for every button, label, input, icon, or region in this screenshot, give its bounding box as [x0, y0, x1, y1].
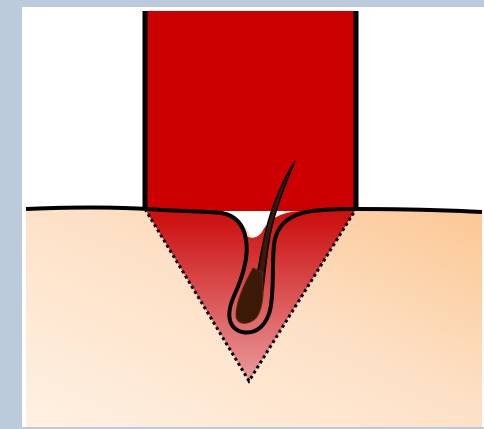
laser-beam [145, 11, 356, 211]
frame-band [0, 0, 22, 429]
